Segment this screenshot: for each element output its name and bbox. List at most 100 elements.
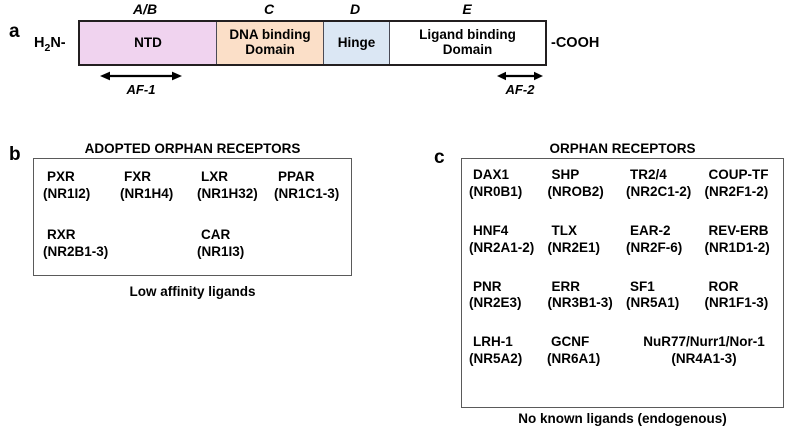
receptor-entry: PXR (NR1I2) (43, 169, 120, 203)
receptor-name: PPAR (278, 169, 315, 184)
panel-c-receptor-box: DAX1 (NR0B1) SHP (NROB2) TR2/4 (NR2C1-2)… (461, 158, 784, 408)
receptor-code: (NROB2) (547, 183, 604, 199)
receptor-entry: PNR (NR2E3) (469, 279, 548, 313)
receptor-name: ERR (551, 278, 581, 294)
af-2-label: AF-2 (505, 82, 535, 97)
receptor-code: (NR2F-6) (626, 239, 683, 255)
receptor-code: (NR2C1-2) (626, 183, 692, 199)
receptor-entry-empty (120, 227, 197, 261)
receptor-entry: LRH-1 (NR5A2) (469, 334, 547, 368)
receptor-name: NuR77/Nurr1/Nor-1 (643, 334, 765, 350)
receptor-code: (NR2E1) (547, 239, 601, 255)
receptor-row: DAX1 (NR0B1) SHP (NROB2) TR2/4 (NR2C1-2)… (462, 159, 783, 201)
receptor-entry: SF1 (NR5A1) (626, 279, 705, 313)
receptor-entry: COUP-TF (NR2F1-2) (705, 167, 784, 201)
domain-segment-hinge-label: Hinge (337, 34, 376, 50)
receptor-name: PXR (47, 169, 75, 184)
receptor-name: SF1 (630, 278, 655, 294)
receptor-row: PNR (NR2E3) ERR (NR3B1-3) SF1 (NR5A1) RO… (462, 257, 783, 313)
receptor-entry: TLX (NR2E1) (548, 223, 627, 257)
receptor-entry: DAX1 (NR0B1) (469, 167, 548, 201)
c-terminus-label: -COOH (551, 35, 600, 51)
receptor-code: (NR1H32) (197, 185, 258, 201)
receptor-entry-empty (274, 227, 351, 261)
receptor-row: PXR (NR1I2) FXR (NR1H4) LXR (NR1H32) PPA… (34, 159, 351, 203)
panel-c-caption: No known ligands (endogenous) (518, 411, 727, 426)
double-headed-arrow-icon (497, 71, 543, 81)
lbd-line-1: Ligand binding (419, 27, 516, 43)
receptor-entry: REV-ERB (NR1D1-2) (705, 223, 784, 257)
receptor-name: GCNF (551, 334, 590, 350)
dbd-line-2: Domain (245, 42, 295, 57)
receptor-code: (NR2B1-3) (43, 243, 109, 259)
af-2-annotation: AF-2 (494, 70, 546, 96)
receptor-code: (NR2F1-2) (704, 183, 769, 199)
receptor-code: (NR5A2) (469, 351, 523, 367)
region-label-d: D (349, 1, 361, 17)
receptor-name: LRH-1 (473, 334, 513, 350)
receptor-entry: ERR (NR3B1-3) (548, 279, 627, 313)
receptor-name: REV-ERB (708, 222, 769, 238)
receptor-name: TLX (551, 222, 578, 238)
receptor-entry: PPAR (NR1C1-3) (274, 169, 351, 203)
receptor-entry: FXR (NR1H4) (120, 169, 197, 203)
domain-segment-ntd-label: NTD (134, 34, 162, 50)
receptor-entry: RXR (NR2B1-3) (43, 227, 120, 261)
receptor-entry: SHP (NROB2) (548, 167, 627, 201)
panel-c-heading: ORPHAN RECEPTORS (549, 141, 696, 156)
receptor-entry: GCNF (NR6A1) (547, 334, 625, 368)
receptor-entry: CAR (NR1I3) (197, 227, 274, 261)
receptor-code: (NR1D1-2) (704, 239, 770, 255)
receptor-name: ROR (708, 278, 739, 294)
receptor-name: FXR (124, 169, 151, 184)
panel-b-letter: b (9, 144, 21, 165)
receptor-name: HNF4 (473, 222, 509, 238)
receptor-name: LXR (201, 169, 228, 184)
region-label-e: E (462, 1, 472, 17)
receptor-code: (NR1I2) (43, 185, 91, 201)
receptor-name: COUP-TF (708, 167, 769, 182)
domain-segment-hinge: Hinge (324, 22, 390, 64)
receptor-code: (NR1H4) (120, 185, 174, 201)
receptor-code: (NR1F1-3) (704, 295, 769, 311)
panel-b-caption: Low affinity ligands (129, 284, 256, 299)
receptor-row: RXR (NR2B1-3) CAR (NR1I3) (34, 203, 351, 261)
n-terminus-label: H2N- (34, 36, 66, 53)
panel-c-letter: c (434, 147, 445, 168)
receptor-entry: EAR-2 (NR2F-6) (626, 223, 705, 257)
n-terminus-suffix: N- (50, 35, 66, 51)
receptor-entry: LXR (NR1H32) (197, 169, 274, 203)
receptor-entry: HNF4 (NR2A1-2) (469, 223, 548, 257)
af-1-label: AF-1 (126, 82, 156, 97)
receptor-entry: TR2/4 (NR2C1-2) (626, 167, 705, 201)
n-terminus-prefix: H (34, 35, 45, 51)
receptor-code: (NR6A1) (547, 351, 601, 367)
receptor-name: DAX1 (473, 167, 510, 182)
receptor-name: PNR (473, 278, 502, 294)
region-label-ab: A/B (132, 1, 158, 17)
receptor-code: (NR2A1-2) (469, 239, 535, 255)
n-terminus-subscript: 2 (44, 41, 51, 54)
receptor-code: (NR4A1-3) (671, 351, 737, 367)
receptor-name: TR2/4 (630, 167, 667, 182)
receptor-entry: ROR (NR1F1-3) (705, 279, 784, 313)
region-label-c: C (263, 1, 275, 17)
receptor-name: EAR-2 (630, 222, 671, 238)
domain-segment-ntd: NTD (80, 22, 217, 64)
panel-b-receptor-box: PXR (NR1I2) FXR (NR1H4) LXR (NR1H32) PPA… (33, 158, 352, 276)
receptor-entry: NuR77/Nurr1/Nor-1 (NR4A1-3) (625, 334, 783, 368)
lbd-line-2: Domain (442, 42, 493, 57)
receptor-name: CAR (201, 226, 231, 242)
receptor-code: (NR1C1-3) (274, 185, 340, 201)
af-1-annotation: AF-1 (96, 70, 186, 96)
receptor-row: LRH-1 (NR5A2) GCNF (NR6A1) NuR77/Nurr1/N… (462, 312, 783, 368)
double-headed-arrow-icon (100, 71, 182, 81)
receptor-row: HNF4 (NR2A1-2) TLX (NR2E1) EAR-2 (NR2F-6… (462, 201, 783, 257)
dbd-line-1: DNA binding (229, 27, 311, 43)
